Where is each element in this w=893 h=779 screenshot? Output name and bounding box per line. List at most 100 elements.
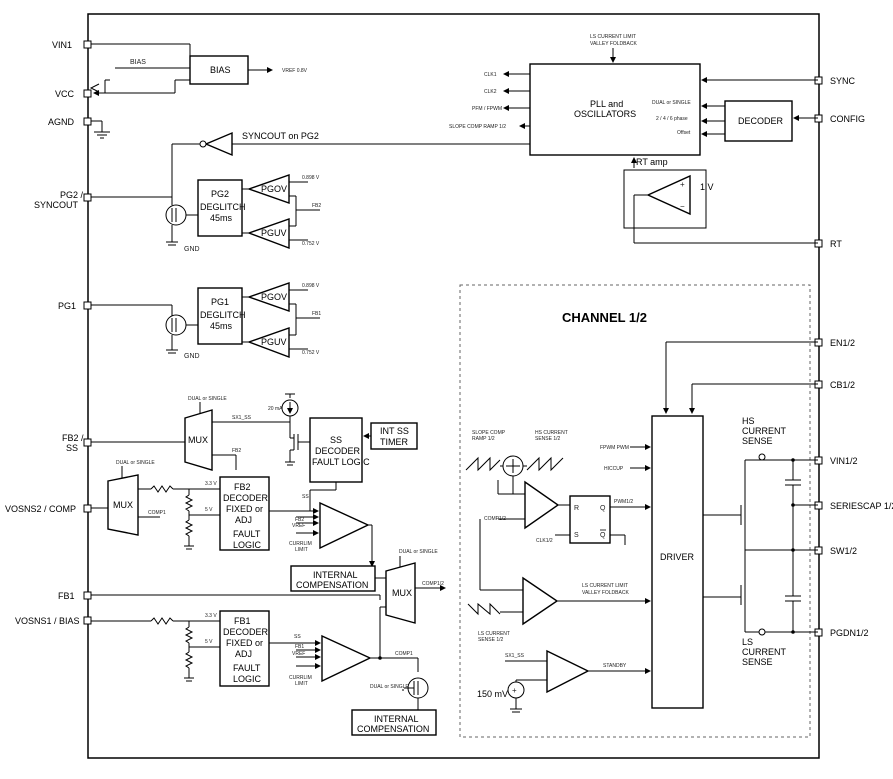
svg-text:SERIESCAP 1/2: SERIESCAP 1/2 [830,501,893,511]
svg-text:MUX: MUX [392,588,412,598]
pg2-pulldown-fet: GND [91,196,200,253]
svg-text:FB2 /: FB2 / [62,433,84,443]
pin-vcc: VCC [55,89,92,99]
svg-text:CURRLIM: CURRLIM [289,675,312,681]
svg-text:SLOPE COMP: SLOPE COMP [472,430,506,436]
svg-text:PG2: PG2 [211,189,229,199]
svg-text:HS: HS [742,416,755,426]
svg-text:RT amp: RT amp [636,157,668,167]
svg-text:R: R [574,505,579,512]
svg-text:VOSNS1 / BIAS: VOSNS1 / BIAS [15,616,80,626]
svg-text:PG2 /: PG2 / [60,190,84,200]
svg-text:1 V: 1 V [700,182,714,192]
pin-vosns2-comp: VOSNS2 / COMP [5,504,92,514]
agnd-ground [91,120,110,139]
pin-config: CONFIG [814,114,865,124]
pg1-deglitch-block: PG1 DEGLITCH 45ms PGOV PGUV 0.898 V 0.75… [197,282,321,359]
svg-text:DECODER: DECODER [738,116,784,126]
svg-text:COMPENSATION: COMPENSATION [357,724,429,734]
pin-pgdn12: PGDN1/2 [814,628,869,638]
fb2-decoder-block: FB2 DECODER FIXED or ADJ FAULT LOGIC [219,476,270,551]
svg-text:FB2: FB2 [234,482,251,492]
svg-text:LS: LS [742,637,753,647]
ss-current-source: 20 mA [268,393,310,466]
svg-text:DUAL or SINGLE: DUAL or SINGLE [116,460,155,466]
svg-text:CURRENT: CURRENT [742,426,787,436]
pin-vosns1-bias: VOSNS1 / BIAS [15,616,92,626]
svg-text:VALLEY FOLDBACK: VALLEY FOLDBACK [590,41,637,47]
svg-text:DEGLITCH: DEGLITCH [200,310,246,320]
svg-text:RAMP 1/2: RAMP 1/2 [472,436,495,442]
internal-compensation-1: INTERNAL COMPENSATION [351,709,437,736]
svg-text:5 V: 5 V [205,507,213,513]
svg-text:DUAL or SINGLE: DUAL or SINGLE [370,684,409,690]
pin-fb2-ss: FB2 / SS [62,433,92,453]
svg-text:Q: Q [600,532,606,539]
pin-vin12: VIN1/2 [814,456,858,466]
svg-text:SS: SS [302,494,309,500]
pin-seriescap12: SERIESCAP 1/2 [814,501,893,511]
svg-text:−: − [680,202,685,211]
svg-text:SX1_SS: SX1_SS [232,415,252,421]
svg-text:0.752 V: 0.752 V [302,350,320,356]
svg-text:+: + [512,686,517,695]
svg-text:PGDN1/2: PGDN1/2 [830,628,869,638]
svg-text:AGND: AGND [48,117,75,127]
svg-text:VREF 0.8V: VREF 0.8V [282,68,308,74]
svg-text:SYNC: SYNC [830,76,856,86]
svg-text:SYNCOUT: SYNCOUT [34,200,79,210]
rt-amp: RT amp + − 1 V [623,157,818,244]
mux-fb2: DUAL or SINGLE MUX SX1_SS FB2 [91,396,286,471]
svg-text:CONFIG: CONFIG [830,114,865,124]
svg-text:INT SS: INT SS [380,426,409,436]
svg-text:GND: GND [184,353,200,360]
pin-cb12: CB1/2 [814,380,855,390]
svg-text:SS: SS [330,435,342,445]
svg-text:TIMER: TIMER [380,437,408,447]
pin-sync: SYNC [814,76,856,86]
svg-text:45ms: 45ms [210,213,233,223]
svg-text:DUAL or SINGLE: DUAL or SINGLE [399,549,438,555]
svg-text:LIMIT: LIMIT [295,547,308,553]
svg-text:INTERNAL: INTERNAL [313,570,358,580]
svg-text:FPWM PWM: FPWM PWM [600,445,629,451]
pin-pg1: PG1 [58,301,92,311]
svg-text:PWM1/2: PWM1/2 [614,499,633,505]
mux-vosns2: DUAL or SINGLE MUX COMP1 [91,460,220,536]
channel-boundary [459,284,811,738]
svg-text:LS CURRENT: LS CURRENT [478,631,510,637]
svg-text:PFM / FPWM: PFM / FPWM [472,106,502,112]
svg-text:EN1/2: EN1/2 [830,338,855,348]
svg-text:PGOV: PGOV [261,292,287,302]
bias-block: BIAS BIAS VREF 0.8V [89,43,308,96]
svg-text:CLK1: CLK1 [484,72,497,78]
svg-text:FB1: FB1 [234,616,251,626]
svg-text:DUAL or SINGLE: DUAL or SINGLE [652,100,691,106]
svg-text:CLK2: CLK2 [484,89,497,95]
svg-text:PLL and: PLL and [590,99,623,109]
svg-text:FB2: FB2 [232,448,241,454]
svg-text:SENSE: SENSE [742,657,773,667]
svg-text:OSCILLATORS: OSCILLATORS [574,109,636,119]
svg-text:0.898 V: 0.898 V [302,175,320,181]
svg-text:3.3 V: 3.3 V [205,613,217,619]
pin-rt: RT [814,239,842,249]
svg-text:LOGIC: LOGIC [233,674,262,684]
svg-text:BIAS: BIAS [130,59,146,66]
pin-en12: EN1/2 [814,338,855,348]
svg-text:RT: RT [830,239,842,249]
svg-text:DECODER: DECODER [315,446,361,456]
svg-text:FB1: FB1 [58,591,75,601]
svg-text:FB1: FB1 [295,644,304,650]
pg1-pulldown-fet: GND [91,304,200,360]
svg-text:CLK1/2: CLK1/2 [536,538,553,544]
pg2-deglitch-block: PG2 DEGLITCH 45ms PGOV PGUV 0.898 V 0.75… [197,174,321,250]
driver-block: DRIVER [651,341,818,709]
svg-text:20 mA: 20 mA [268,406,283,412]
svg-text:45ms: 45ms [210,321,233,331]
svg-text:COMP1/2: COMP1/2 [422,581,444,587]
svg-text:PG1: PG1 [58,301,76,311]
svg-text:S: S [574,532,579,539]
pwm-comparator-section: SLOPE COMP RAMP 1/2 HS CURRENT SENSE 1/2… [465,430,570,544]
svg-text:DECODER: DECODER [223,493,269,503]
